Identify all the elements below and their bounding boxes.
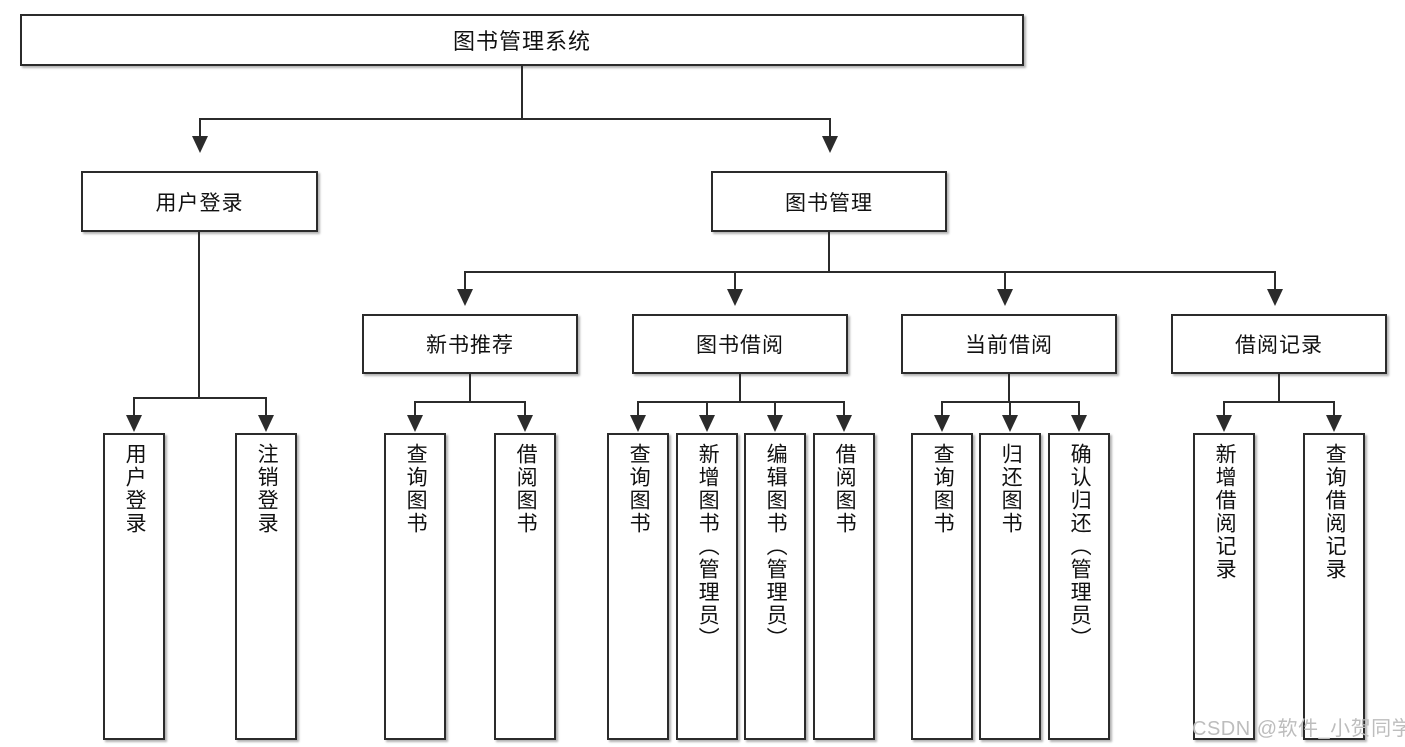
connector-cb-leaf3 [1078,401,1080,417]
arrowhead-br-leaf2 [1326,415,1342,432]
arrowhead-user-login [192,136,208,153]
leaf-label: 查询图书 [404,443,428,535]
arrowhead-bb-leaf4 [836,415,852,432]
connector-new-book-recommend-bus [414,401,526,403]
node-label: 新书推荐 [426,334,514,357]
connector-nbr-leaf2 [524,401,526,417]
connector-root-drop [521,66,523,119]
node-book-borrow[interactable]: 图书借阅 [632,314,848,374]
leaf-cb-confirm-return-admin[interactable]: 确认归还（管理员） [1048,433,1110,740]
connector-br-leaf2 [1333,401,1335,417]
leaf-user-login-login[interactable]: 用户登录 [103,433,165,740]
leaf-label: 确认归还（管理员） [1068,443,1092,650]
leaf-label: 注销登录 [255,443,279,535]
connector-bb-leaf3 [774,401,776,417]
connector-cb-leaf2 [1009,401,1011,417]
leaf-bb-borrow-book[interactable]: 借阅图书 [813,433,875,740]
leaf-label: 查询图书 [627,443,651,535]
leaf-label: 编辑图书（管理员） [764,443,788,650]
connector-root-to-user-login [199,118,201,138]
connector-bb-leaf2 [706,401,708,417]
leaf-label: 查询图书 [931,443,955,535]
connector-new-book-recommend-drop [469,374,471,402]
arrowhead-nbr-leaf2 [517,415,533,432]
leaf-label: 新增借阅记录 [1213,443,1237,581]
node-borrow-record[interactable]: 借阅记录 [1171,314,1387,374]
connector-nbr-leaf1 [414,401,416,417]
leaf-label: 查询借阅记录 [1323,443,1347,581]
arrowhead-cb-leaf3 [1071,415,1087,432]
connector-book-management-drop [828,232,830,272]
connector-level3-bus [464,271,1276,273]
connector-to-book-borrow [734,271,736,291]
arrowhead-br-leaf1 [1216,415,1232,432]
connector-br-leaf1 [1223,401,1225,417]
leaf-nbr-borrow-book[interactable]: 借阅图书 [494,433,556,740]
arrowhead-bb-leaf2 [699,415,715,432]
arrowhead-book-management [822,136,838,153]
leaf-user-login-logout[interactable]: 注销登录 [235,433,297,740]
arrowhead-current-borrow [997,289,1013,306]
leaf-nbr-query-book[interactable]: 查询图书 [384,433,446,740]
leaf-label: 借阅图书 [514,443,538,535]
leaf-label: 新增图书（管理员） [696,443,720,650]
arrowhead-bb-leaf1 [630,415,646,432]
node-current-borrow[interactable]: 当前借阅 [901,314,1117,374]
node-user-login[interactable]: 用户登录 [81,171,318,232]
connector-borrow-record-drop [1278,374,1280,402]
connector-borrow-record-bus [1223,401,1335,403]
connector-root-to-book-management [829,118,831,138]
connector-bb-leaf1 [637,401,639,417]
connector-current-borrow-drop [1008,374,1010,402]
node-label: 图书管理 [785,191,873,215]
node-new-book-recommend[interactable]: 新书推荐 [362,314,578,374]
connector-cb-leaf1 [941,401,943,417]
node-label: 借阅记录 [1235,334,1323,357]
connector-to-borrow-record [1274,271,1276,291]
connector-user-login-drop [198,232,200,398]
leaf-label: 借阅图书 [833,443,857,535]
connector-bb-leaf4 [843,401,845,417]
connector-user-login-leaf2 [265,397,267,417]
node-label: 图书管理系统 [452,29,591,54]
connector-to-new-book-recommend [464,271,466,291]
leaf-bb-query-book[interactable]: 查询图书 [607,433,669,740]
node-label: 图书借阅 [696,334,784,357]
node-book-management[interactable]: 图书管理 [711,171,947,232]
arrowhead-new-book-recommend [457,289,473,306]
connector-user-login-leaf1 [133,397,135,417]
arrowhead-nbr-leaf1 [407,415,423,432]
leaf-cb-return-book[interactable]: 归还图书 [979,433,1041,740]
node-label: 当前借阅 [965,334,1053,357]
connector-root-bus [199,118,831,120]
arrowhead-bb-leaf3 [767,415,783,432]
arrowhead-user-login-leaf1 [126,415,142,432]
leaf-label: 用户登录 [123,443,147,535]
node-root-book-management-system[interactable]: 图书管理系统 [20,14,1024,66]
connector-user-login-bus [133,397,267,399]
connector-book-borrow-bus [637,401,845,403]
leaf-br-query-record[interactable]: 查询借阅记录 [1303,433,1365,740]
leaf-cb-query-book[interactable]: 查询图书 [911,433,973,740]
leaf-label: 归还图书 [999,443,1023,535]
connector-to-current-borrow [1004,271,1006,291]
leaf-bb-edit-book-admin[interactable]: 编辑图书（管理员） [744,433,806,740]
arrowhead-book-borrow [727,289,743,306]
arrowhead-user-login-leaf2 [258,415,274,432]
leaf-bb-add-book-admin[interactable]: 新增图书（管理员） [676,433,738,740]
leaf-br-add-record[interactable]: 新增借阅记录 [1193,433,1255,740]
arrowhead-cb-leaf1 [934,415,950,432]
arrowhead-borrow-record [1267,289,1283,306]
connector-book-borrow-drop [739,374,741,402]
arrowhead-cb-leaf2 [1002,415,1018,432]
node-label: 用户登录 [155,191,244,215]
